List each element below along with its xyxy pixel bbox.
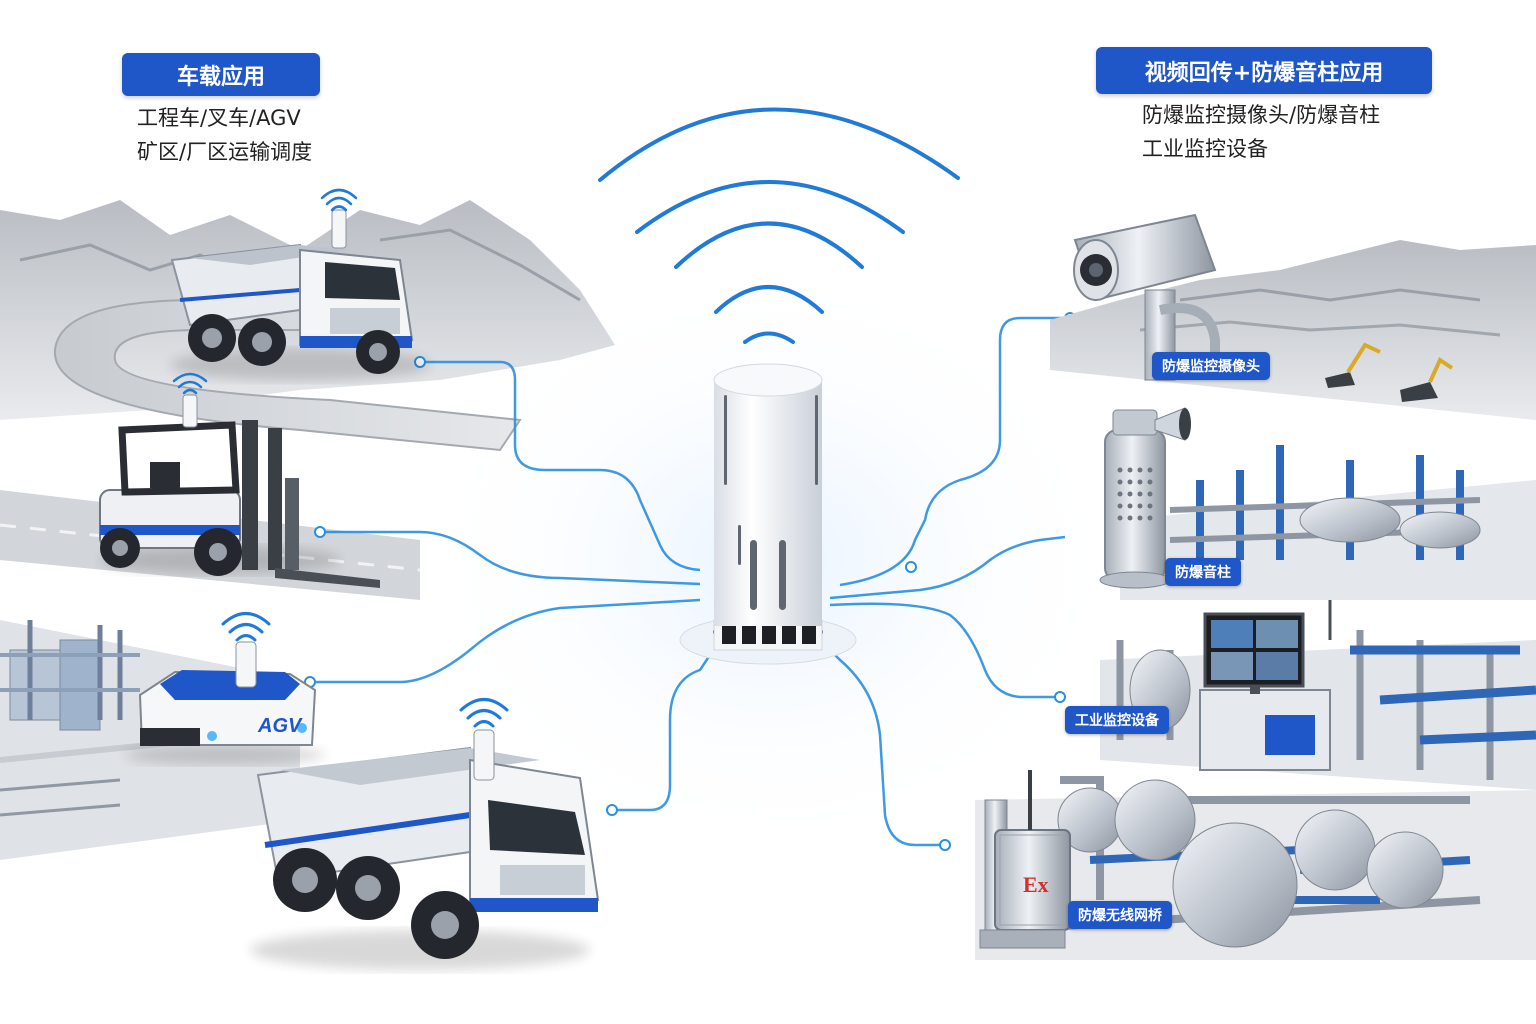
plant-scene-monitor — [1100, 600, 1536, 790]
wifi-icon — [172, 372, 208, 395]
ex-text: Ex — [1023, 872, 1049, 897]
forklift — [99, 394, 380, 588]
wifi-icon — [320, 188, 358, 212]
label-bridge: 防爆无线网桥 — [1068, 901, 1172, 929]
explosion-proof-speaker — [1099, 407, 1191, 589]
link-bridge — [819, 639, 945, 847]
link-truck-top — [420, 360, 701, 572]
right-panel-line-1: 防爆监控摄像头/防爆音柱 — [1142, 103, 1381, 127]
wifi-icon — [221, 612, 271, 642]
wifi-icon — [459, 698, 509, 728]
explosion-proof-bridge — [979, 770, 1071, 949]
right-panel-title: 视频回传+防爆音柱应用 — [1096, 47, 1432, 94]
link-camera — [839, 316, 1070, 587]
label-monitor: 工业监控设备 — [1065, 706, 1169, 734]
label-speaker: 防爆音柱 — [1165, 558, 1241, 586]
agv-robot — [125, 641, 325, 765]
link-agv — [310, 598, 701, 684]
dump-truck-bottom — [250, 729, 600, 970]
right-panel-description: 防爆监控摄像头/防爆音柱 工业监控设备 — [1142, 98, 1380, 166]
left-panel-title: 车载应用 — [122, 53, 320, 96]
left-panel-line-2: 矿区/厂区运输调度 — [137, 140, 313, 164]
agv-text: AGV — [257, 715, 303, 737]
connection-lines — [310, 316, 1070, 847]
link-speaker — [829, 535, 1066, 600]
right-panel-line-2: 工业监控设备 — [1142, 137, 1268, 161]
left-panel-description: 工程车/叉车/AGV 矿区/厂区运输调度 — [137, 101, 312, 169]
left-panel-line-1: 工程车/叉车/AGV — [137, 106, 301, 130]
base-station-antenna — [679, 363, 857, 665]
dump-truck-top — [170, 209, 430, 381]
cctv-camera — [1073, 213, 1220, 381]
link-truck-bottom — [612, 639, 722, 812]
link-monitor — [829, 602, 1060, 699]
label-camera: 防爆监控摄像头 — [1152, 352, 1270, 380]
excavators — [1325, 372, 1438, 402]
link-forklift — [320, 530, 701, 586]
signal-waves — [598, 107, 960, 344]
